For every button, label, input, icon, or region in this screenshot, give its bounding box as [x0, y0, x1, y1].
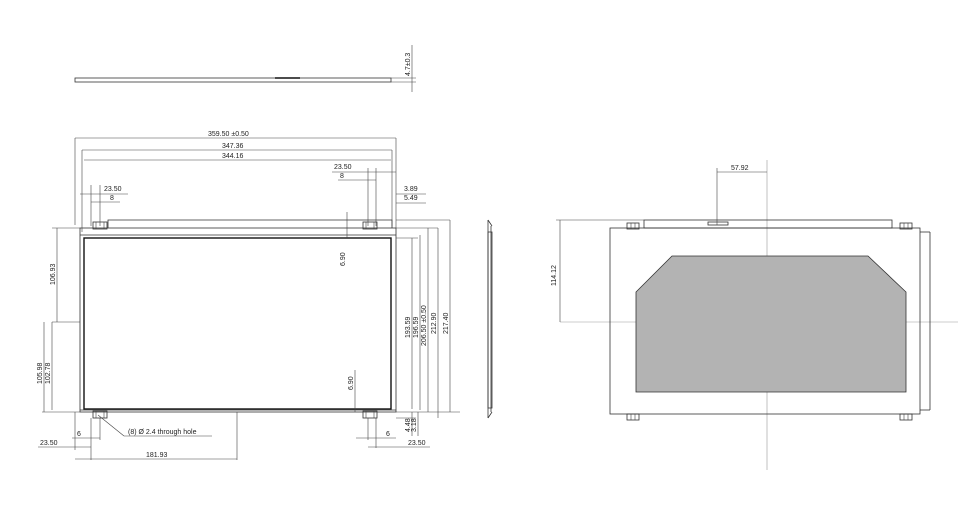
mounting-tab-bottom-right	[362, 410, 378, 419]
dim-bottom-right-gap: 6	[386, 431, 390, 438]
side-thickness-label: 4.7±0.3	[405, 53, 412, 76]
rear-tab-bottom-right	[899, 413, 913, 421]
dim-bottom-center: 181.93	[146, 452, 168, 459]
front-active-area	[83, 237, 392, 410]
rear-view: 57.92 114.12	[551, 160, 958, 470]
rear-outer-frame	[609, 227, 921, 415]
dim-top-right-hole: 8	[340, 173, 344, 180]
dim-width-3: 344.16	[222, 153, 244, 160]
dim-top-left-hole: 8	[110, 195, 114, 202]
dim-height-1: 193.59	[405, 316, 412, 338]
dim-lower-tab: 6.90	[348, 376, 355, 390]
dim-right-top-2: 5.49	[404, 195, 418, 202]
front-view: 359.50 ±0.50 347.36 344.16 23.50 8 23.50…	[37, 131, 460, 460]
side-profile	[74, 77, 392, 83]
dim-height-3: 206.50 ±0.50	[421, 305, 428, 346]
dim-top-left-offset: 23.50	[104, 186, 122, 193]
dim-bottom-left-offset: 23.50	[40, 440, 58, 447]
front-top-tab	[107, 219, 393, 228]
edge-profile	[487, 231, 493, 409]
dim-left-upper: 106.93	[50, 263, 57, 285]
rear-tab-bottom-left	[626, 413, 640, 421]
rear-top-strip	[643, 219, 893, 229]
dim-bottom-left-gap: 6	[77, 431, 81, 438]
side-view: 4.7±0.3	[74, 45, 416, 92]
dim-rear-height-offset: 114.12	[551, 265, 558, 286]
dim-height-5: 217.40	[443, 312, 450, 334]
front-outer-frame	[79, 227, 397, 413]
dim-bottom-right-offset: 23.50	[408, 440, 426, 447]
dim-overall-width: 359.50 ±0.50	[208, 131, 249, 138]
dim-height-2: 196.59	[413, 316, 420, 338]
dim-left-lower-2: 102.78	[45, 362, 52, 384]
rear-panel-cutout	[635, 255, 907, 393]
dim-left-lower-1: 105.98	[37, 362, 44, 384]
dim-bottom-small-2: 3.18	[411, 418, 418, 432]
dim-bottom-small-1: 4.48	[405, 418, 412, 432]
dim-top-right-offset: 23.50	[334, 164, 352, 171]
dim-tab-height: 6.90	[340, 252, 347, 266]
mounting-tab-top-right	[362, 221, 378, 230]
dim-height-4: 212.90	[431, 312, 438, 334]
dim-right-top-1: 3.89	[404, 186, 418, 193]
rear-connector	[707, 221, 729, 226]
rear-tab-top-right	[899, 222, 913, 230]
rear-tab-top-left	[626, 222, 640, 230]
dim-rear-top-offset: 57.92	[731, 165, 749, 172]
hole-note: (8) Ø 2.4 through hole	[128, 429, 197, 436]
dim-width-2: 347.36	[222, 143, 244, 150]
edge-view	[487, 219, 493, 419]
